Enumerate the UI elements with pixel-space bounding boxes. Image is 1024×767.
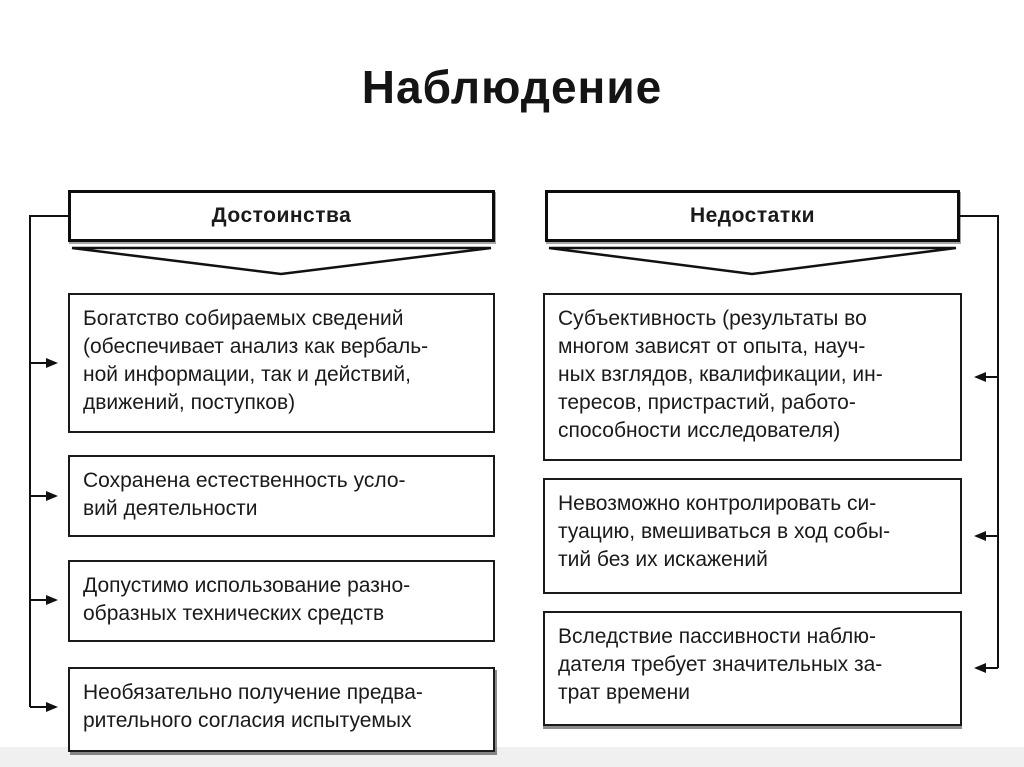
chevron-down-icon (71, 246, 492, 276)
advantage-box: Допустимо использование разно- образных … (68, 560, 495, 642)
page-title: Наблюдение (361, 61, 663, 113)
right-bracket-line (958, 215, 999, 668)
page-bottom-edge (0, 747, 1024, 767)
advantage-box: Богатство собираемых сведений (обеспечив… (68, 293, 495, 433)
advantages-header: Достоинства (68, 190, 495, 242)
disadvantages-header: Недостатки (545, 190, 960, 242)
disadvantage-box: Невозможно контролировать си- туацию, вм… (543, 478, 962, 594)
disadvantage-box: Вследствие пассивности наблю- дателя тре… (543, 611, 962, 726)
left-bracket-line (29, 215, 68, 707)
advantage-box: Сохранена естественность усло- вий деяте… (68, 455, 495, 537)
chevron-down-icon (548, 246, 957, 276)
disadvantage-box: Субъективность (результаты во многом зав… (543, 293, 962, 461)
advantage-box: Необязательно получение предва- рительно… (68, 667, 495, 752)
